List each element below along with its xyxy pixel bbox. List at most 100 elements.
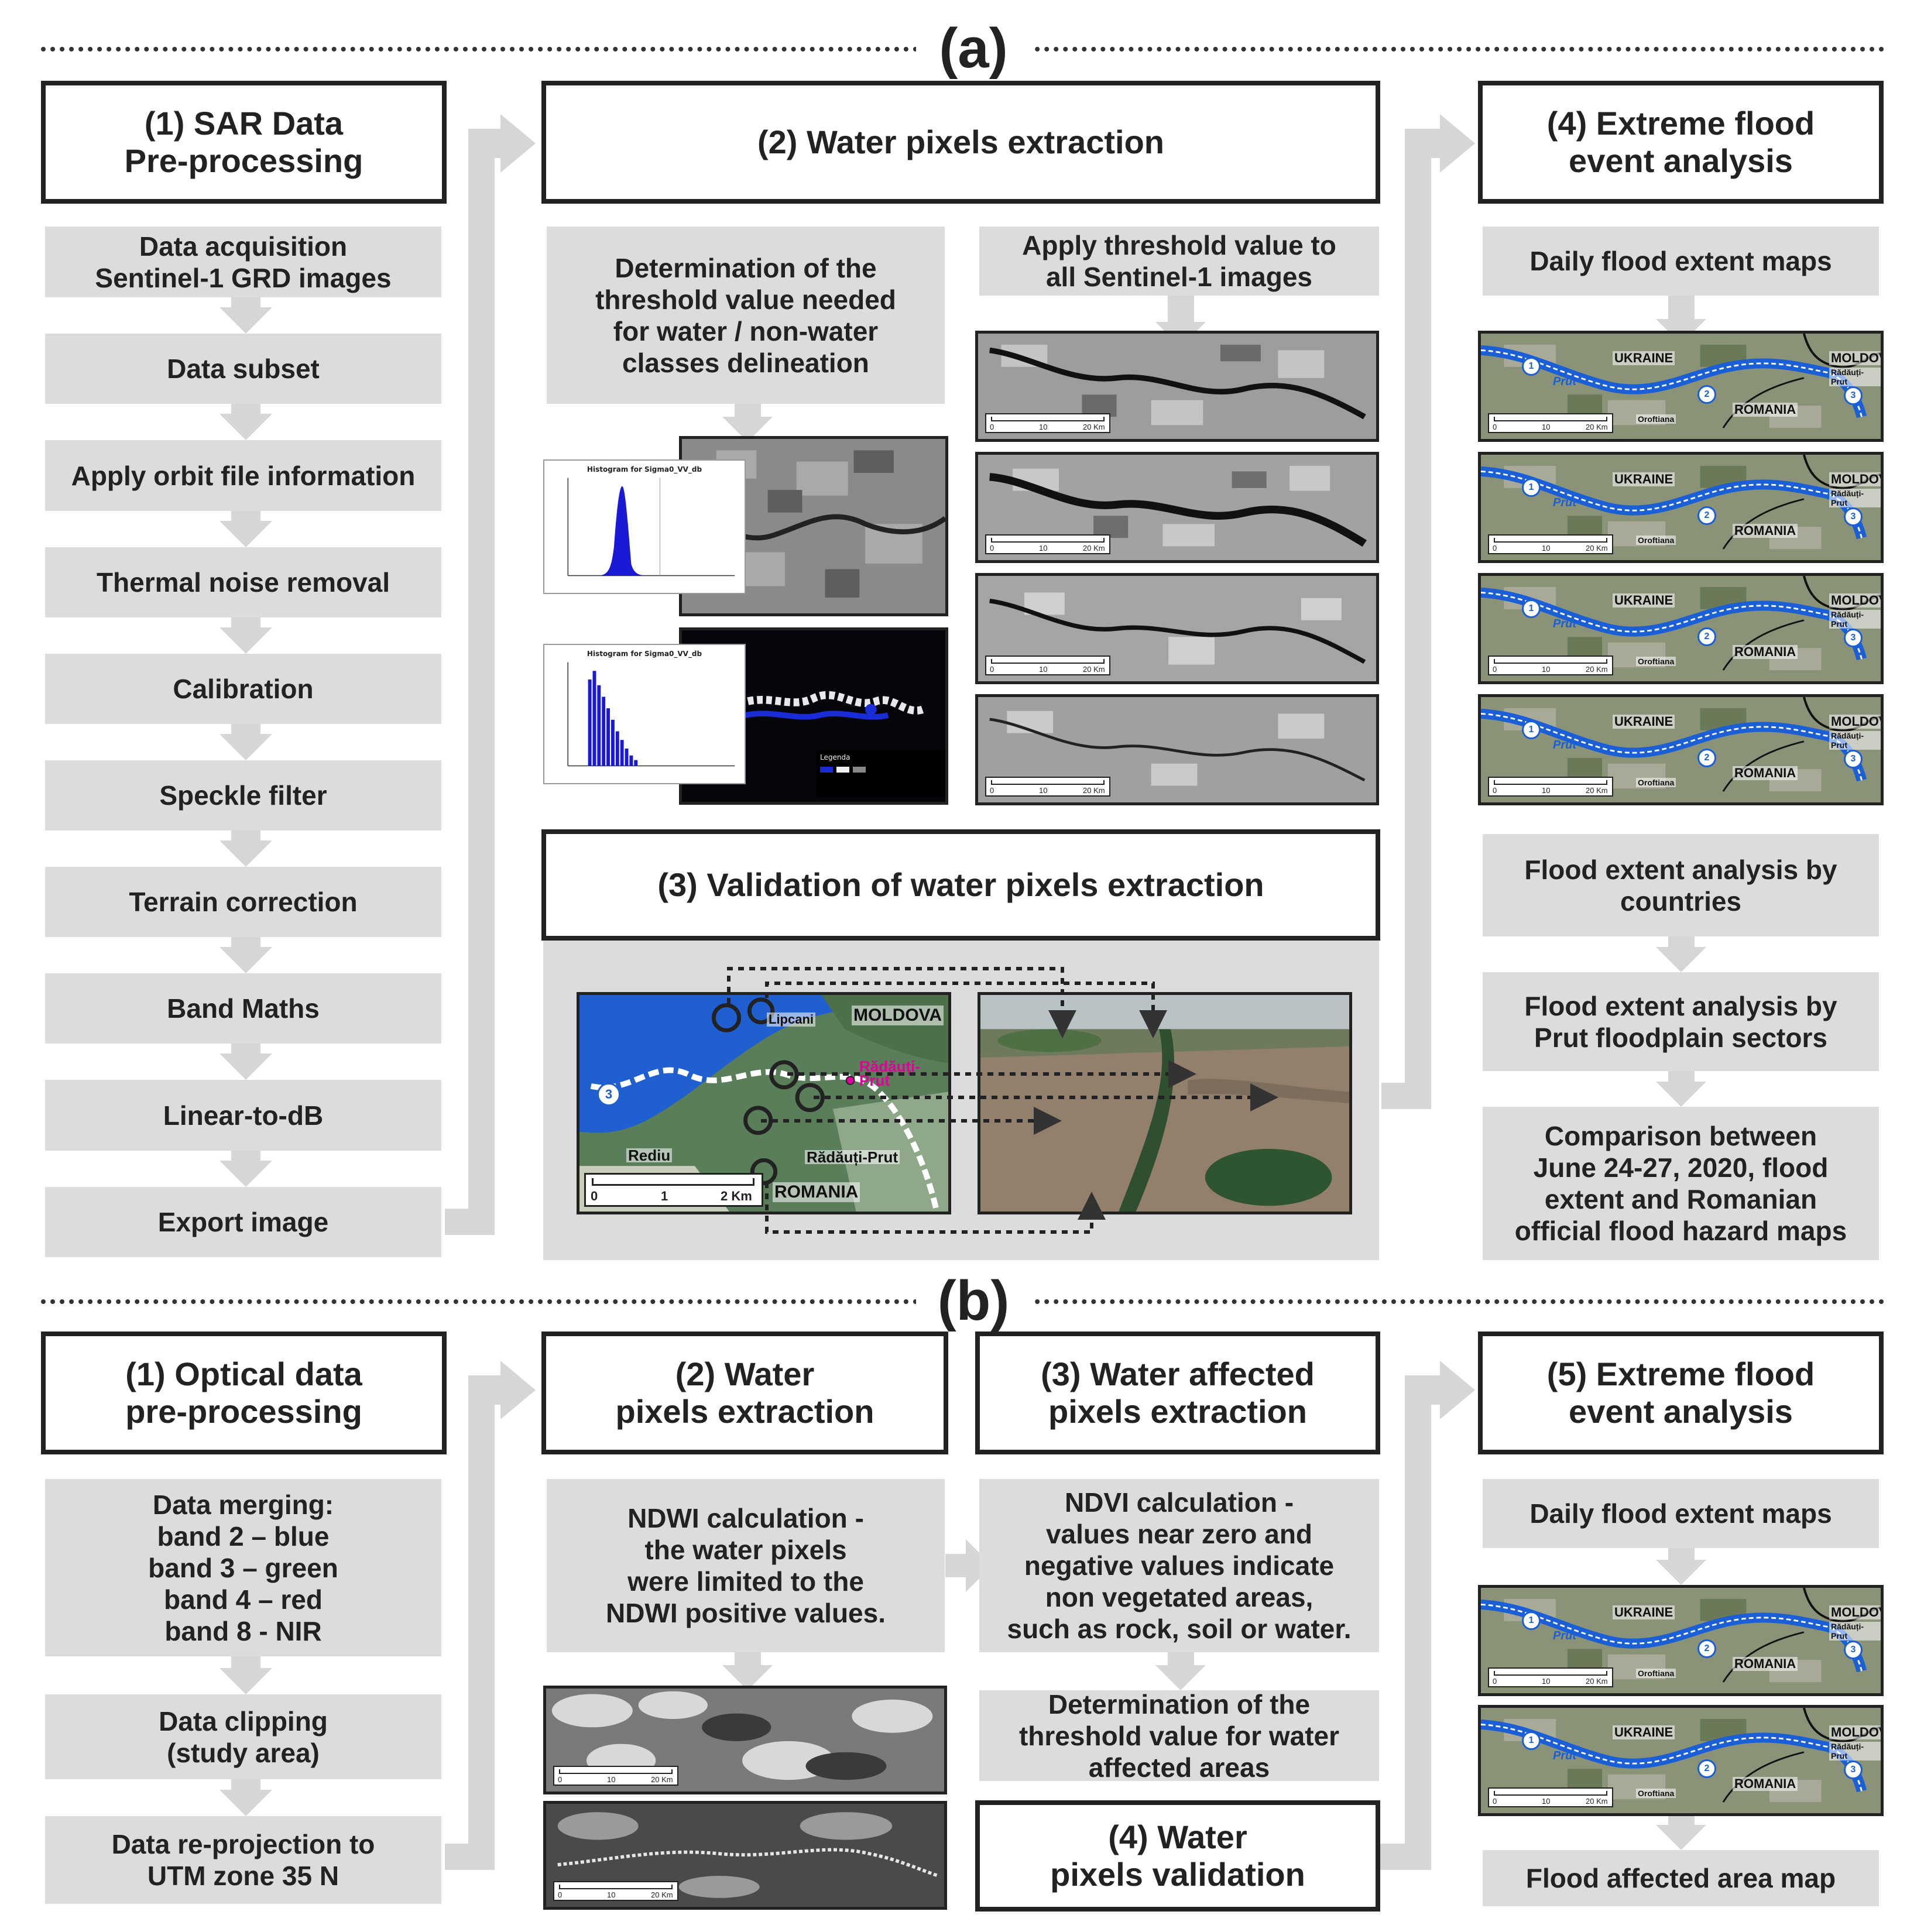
scale-20km: 20 Km bbox=[1586, 665, 1608, 674]
validation-scalebar: 0 1 2 Km bbox=[584, 1173, 763, 1207]
map-label-radauti: Rădăuți-Prut bbox=[1829, 731, 1881, 750]
comparison-step: Comparison between June 24-27, 2020, flo… bbox=[1483, 1107, 1879, 1260]
scale-0km: 0 bbox=[591, 1189, 598, 1203]
step-reprojection: Data re-projection to UTM zone 35 N bbox=[45, 1816, 441, 1904]
threshold-determination-step: Determination of the threshold value nee… bbox=[547, 227, 945, 404]
map-marker-1: 1 bbox=[1522, 1731, 1541, 1750]
map-marker-3: 3 bbox=[1844, 1761, 1863, 1779]
map-label-oroftiana: Oroftiana bbox=[1636, 414, 1676, 424]
optical-preprocessing-header: (1) Optical data pre-processing bbox=[41, 1332, 447, 1454]
col1-down-arrows bbox=[220, 297, 272, 1187]
daily-flood-maps-step: Daily flood extent maps bbox=[1483, 227, 1879, 296]
water-pixels-extraction-b-header: (2) Water pixels extraction bbox=[541, 1332, 948, 1454]
map-label-moldova: MOLDOVA bbox=[1829, 1605, 1881, 1619]
map-marker-3: 3 bbox=[597, 1083, 620, 1106]
sar-grayscale-image bbox=[679, 436, 948, 616]
scale-1km: 1 bbox=[661, 1189, 668, 1203]
daily-flood-map-a-1: UKRAINEMOLDOVARădăuți-PrutROMANIAOroftia… bbox=[1478, 331, 1884, 442]
step-band-maths: Band Maths bbox=[45, 973, 441, 1044]
step-data-merging: Data merging: band 2 – blue band 3 – gre… bbox=[45, 1479, 441, 1656]
map-marker-2: 2 bbox=[1697, 1759, 1716, 1778]
aerial-flood-photo bbox=[978, 992, 1352, 1214]
scale-10: 10 bbox=[1039, 423, 1048, 431]
map-label-radauti: Rădăuți-Prut bbox=[1829, 1622, 1881, 1641]
map-marker-2: 2 bbox=[1697, 385, 1716, 404]
flood-map-scalebar: 0 10 20 Km bbox=[1488, 656, 1613, 675]
map-label-romania: ROMANIA bbox=[1733, 1777, 1798, 1791]
scale-0: 0 bbox=[990, 786, 994, 795]
scale-20km: 20 Km bbox=[1586, 786, 1608, 795]
apply-threshold-step: Apply threshold value to all Sentinel-1 … bbox=[979, 227, 1379, 296]
daily-flood-maps-b-step: Daily flood extent maps bbox=[1483, 1479, 1879, 1548]
map-label-prut: Prut bbox=[1553, 1749, 1576, 1762]
map-label-radauti: Rădăuți-Prut bbox=[1829, 610, 1881, 629]
map-marker-3: 3 bbox=[1844, 507, 1863, 526]
connector-b-1-2 bbox=[445, 1361, 536, 1870]
scale-0: 0 bbox=[558, 1775, 563, 1784]
flood-analysis-b-header: (5) Extreme flood event analysis bbox=[1478, 1332, 1884, 1454]
scale-20km: 20 Km bbox=[1083, 786, 1105, 795]
flood-affected-map-step: Flood affected area map bbox=[1483, 1850, 1879, 1906]
daily-flood-map-a-3: UKRAINEMOLDOVARădăuți-PrutROMANIAOroftia… bbox=[1478, 573, 1884, 684]
map-marker-3: 3 bbox=[1844, 629, 1863, 647]
map-label-lipcani: Lipcani bbox=[767, 1013, 816, 1027]
scale-20km: 20 Km bbox=[1083, 665, 1105, 674]
scale-20km: 20 Km bbox=[1586, 423, 1608, 431]
scale-0: 0 bbox=[1493, 423, 1497, 431]
map-label-romania: ROMANIA bbox=[1733, 403, 1798, 417]
map-label-romania: ROMANIA bbox=[1733, 524, 1798, 538]
connector-a-3-4 bbox=[1381, 114, 1475, 1109]
flood-by-sectors-step: Flood extent analysis by Prut floodplain… bbox=[1483, 972, 1879, 1071]
step-data-subset: Data subset bbox=[45, 334, 441, 404]
map-label-oroftiana: Oroftiana bbox=[1636, 1789, 1676, 1798]
validation-header: (3) Validation of water pixels extractio… bbox=[541, 829, 1380, 941]
map-label-ukraine: UKRAINE bbox=[1613, 715, 1675, 729]
threshold-affected-step: Determination of the threshold value for… bbox=[979, 1689, 1379, 1783]
scale-20km: 20 Km bbox=[1586, 1677, 1608, 1686]
map-label-prut: Prut bbox=[1553, 617, 1576, 630]
scale-10: 10 bbox=[607, 1775, 616, 1784]
connector-a-1-2 bbox=[445, 114, 536, 1235]
scale-0: 0 bbox=[1493, 786, 1497, 795]
histogram-2: Histogram for Sigma0_VV_db bbox=[543, 644, 746, 784]
scale-20km: 20 Km bbox=[1586, 544, 1608, 553]
ndwi-step: NDWI calculation - the water pixels were… bbox=[547, 1479, 945, 1652]
map-label-radauti: Rădăuți-Prut bbox=[1829, 489, 1881, 507]
scale-10: 10 bbox=[1039, 665, 1048, 674]
map-label-moldova: MOLDOVA bbox=[1829, 1725, 1881, 1739]
map-label-moldova: MOLDOVA bbox=[1829, 593, 1881, 608]
map-label-radauti: Rădăuți-Prut bbox=[1829, 368, 1881, 386]
map-label-rediu: Rediu bbox=[626, 1148, 673, 1163]
scale-20km: 20 Km bbox=[651, 1775, 673, 1784]
scale-10: 10 bbox=[1039, 544, 1048, 553]
water-affected-header: (3) Water affected pixels extraction bbox=[975, 1332, 1380, 1454]
map-marker-1: 1 bbox=[1522, 1611, 1541, 1630]
map-label-romania: ROMANIA bbox=[1733, 645, 1798, 659]
map-label-romania: ROMANIA bbox=[1733, 766, 1798, 780]
scale-0: 0 bbox=[558, 1890, 563, 1899]
step-export-image: Export image bbox=[45, 1187, 441, 1257]
scalebar-4: 0 10 20 Km bbox=[985, 777, 1110, 797]
scale-0: 0 bbox=[1493, 665, 1497, 674]
ndwi-scalebar-1: 0 10 20 Km bbox=[553, 1766, 678, 1786]
step-linear-to-db: Linear-to-dB bbox=[45, 1080, 441, 1151]
map-label-prut: Prut bbox=[1553, 1629, 1576, 1642]
scale-10: 10 bbox=[607, 1890, 616, 1899]
flood-by-countries-step: Flood extent analysis by countries bbox=[1483, 834, 1879, 936]
scale-10: 10 bbox=[1542, 665, 1551, 674]
daily-flood-map-a-2: UKRAINEMOLDOVARădăuți-PrutROMANIAOroftia… bbox=[1478, 452, 1884, 563]
step-thermal-noise: Thermal noise removal bbox=[45, 547, 441, 617]
map-label-moldova: MOLDOVA bbox=[1829, 715, 1881, 729]
map-marker-2: 2 bbox=[1697, 1639, 1716, 1658]
step-apply-orbit: Apply orbit file information bbox=[45, 440, 441, 511]
scale-0: 0 bbox=[1493, 1797, 1497, 1806]
scale-10: 10 bbox=[1542, 1677, 1551, 1686]
daily-flood-map-b-2: UKRAINEMOLDOVARădăuți-PrutROMANIAOroftia… bbox=[1478, 1705, 1884, 1816]
scale-10: 10 bbox=[1039, 786, 1048, 795]
daily-flood-map-b-1: UKRAINEMOLDOVARădăuți-PrutROMANIAOroftia… bbox=[1478, 1585, 1884, 1696]
